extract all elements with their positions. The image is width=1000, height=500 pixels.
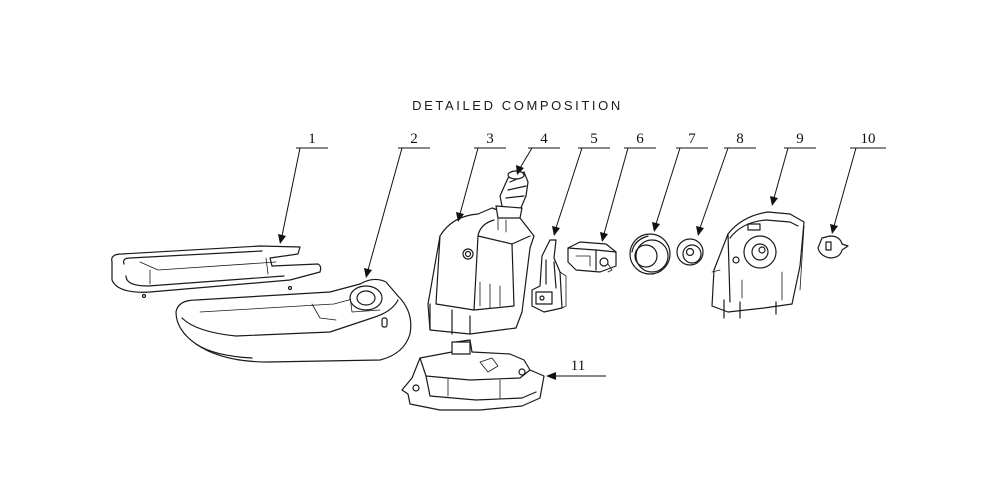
part-2-handle-lever <box>175 278 412 363</box>
part-7-ring <box>629 233 671 275</box>
part-5-switch-clip <box>531 239 567 313</box>
callout-5: 5 <box>590 131 598 147</box>
part-11-bottom-frame <box>401 339 545 411</box>
callout-10: 10 <box>861 131 876 147</box>
callout-2: 2 <box>410 131 418 147</box>
callout-11: 11 <box>571 358 585 374</box>
callout-9: 9 <box>796 131 804 147</box>
part-9-base-mount <box>711 211 805 319</box>
callout-4: 4 <box>540 131 548 147</box>
callout-1: 1 <box>308 131 316 147</box>
part-4-nozzle <box>495 170 529 219</box>
callout-labels: 1 2 3 4 5 6 7 8 9 10 11 <box>308 131 875 374</box>
part-10-key-clip <box>817 235 849 259</box>
part-8-washer <box>676 238 704 266</box>
part-6-slider-block <box>567 241 617 273</box>
leader-lines <box>278 147 886 380</box>
part-1-cover-plate <box>111 245 322 299</box>
diagram-title: DETAILED COMPOSITION <box>412 98 623 113</box>
callout-7: 7 <box>688 131 696 147</box>
callout-8: 8 <box>736 131 744 147</box>
callout-6: 6 <box>636 131 644 147</box>
part-3-housing <box>427 207 535 335</box>
callout-3: 3 <box>486 131 494 147</box>
